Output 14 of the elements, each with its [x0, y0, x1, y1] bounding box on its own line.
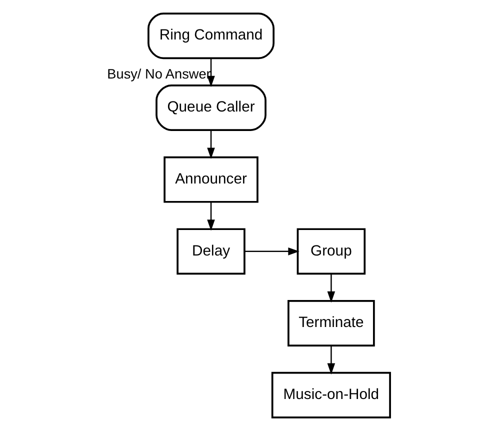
node-box: Ring Command [147, 12, 274, 60]
arrow [244, 248, 299, 256]
node-box: Announcer [163, 156, 258, 203]
arrow [206, 130, 214, 159]
arrow [326, 346, 335, 374]
node-box: Delay [176, 228, 245, 275]
node-box: Music-on-Hold [270, 372, 390, 418]
arrow [206, 202, 214, 231]
node-box: Terminate [287, 300, 374, 347]
edge-label: Busy/ No Answer [106, 66, 210, 82]
node-box: Queue Caller [155, 84, 266, 131]
node-box: Group [296, 228, 366, 275]
arrow [206, 58, 214, 88]
arrow [326, 274, 335, 303]
